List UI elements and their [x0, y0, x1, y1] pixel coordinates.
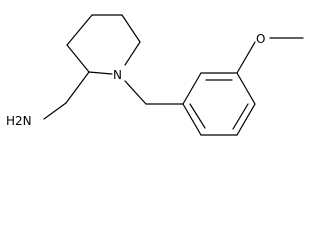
benzene-ring [182, 72, 256, 136]
bond-benzene-1 [182, 72, 202, 105]
methoxy-group [236, 37, 304, 74]
bond-ch2-to-nh2 [43, 102, 67, 120]
bond-ring-to-o [236, 41, 256, 74]
bond-benzene-4 [236, 103, 256, 136]
bond-ring-5 [66, 44, 90, 73]
aminomethyl-group [43, 71, 90, 120]
bond-benzene-inner-3 [189, 103, 206, 129]
chemical-structure-diagram: N O H2N [6, 14, 304, 136]
bond-ring-2 [121, 14, 141, 43]
oxygen-label: O [256, 32, 265, 46]
piperidine-ring [66, 14, 141, 75]
bond-ring-3 [124, 41, 141, 66]
bond-benzene-3 [236, 72, 256, 105]
bond-ring-6 [66, 14, 93, 46]
bond-benzene-6 [182, 103, 202, 136]
bond-n-to-ch2 [124, 80, 147, 105]
benzyl-linker [124, 80, 184, 105]
nitrogen-label: N [113, 68, 122, 82]
amine-label: H2N [6, 114, 32, 128]
bond-benzene-inner-2 [232, 103, 249, 130]
bond-ring-to-ch2 [65, 71, 90, 104]
bond-ring-4 [88, 71, 113, 75]
